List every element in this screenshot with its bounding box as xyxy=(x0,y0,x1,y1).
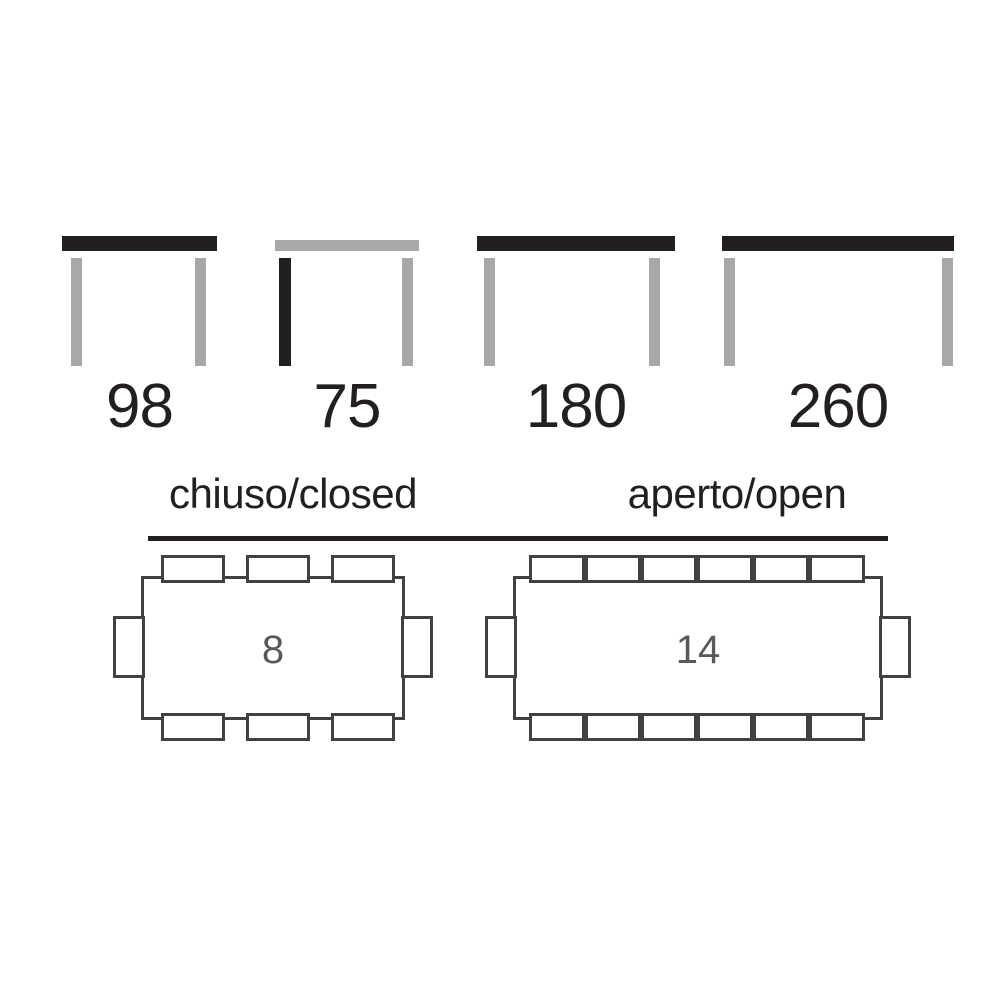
plan-seat-left-1 xyxy=(485,616,517,678)
dimension-label-75: 75 xyxy=(313,372,382,441)
plan-seat-left-1 xyxy=(113,616,145,678)
table-leg-left xyxy=(279,258,291,366)
plan-heading-closed: chiuso/closed xyxy=(169,470,417,517)
plan-seat-bottom-4 xyxy=(697,713,753,741)
plan-seat-top-5 xyxy=(753,555,809,583)
plan-seat-bottom-6 xyxy=(809,713,865,741)
plan-seat-top-4 xyxy=(697,555,753,583)
plan-figure-open: 14 xyxy=(485,555,911,750)
table-top-surface xyxy=(477,236,675,251)
plan-seat-bottom-3 xyxy=(641,713,697,741)
plan-section: chiuso/closed aperto/open 8 xyxy=(0,470,1000,790)
plan-seat-bottom-5 xyxy=(753,713,809,741)
plan-seat-top-2 xyxy=(246,555,310,583)
plan-seat-count-closed: 8 xyxy=(261,628,285,672)
table-top-surface xyxy=(722,236,954,251)
plan-seat-top-3 xyxy=(331,555,395,583)
dimension-label-260: 260 xyxy=(787,372,889,441)
dimension-label-98: 98 xyxy=(106,372,174,441)
table-leg-right xyxy=(195,258,206,366)
plan-seat-top-1 xyxy=(161,555,225,583)
plan-seat-bottom-2 xyxy=(246,713,310,741)
dimension-label-180: 180 xyxy=(525,372,627,441)
plan-seat-right-1 xyxy=(879,616,911,678)
plan-seat-right-1 xyxy=(401,616,433,678)
table-leg-right xyxy=(942,258,953,366)
table-leg-right xyxy=(402,258,413,366)
table-leg-left xyxy=(484,258,495,366)
plan-figure-closed: 8 xyxy=(105,555,435,750)
plan-seat-bottom-1 xyxy=(529,713,585,741)
plan-seat-top-2 xyxy=(585,555,641,583)
plan-seat-bottom-3 xyxy=(331,713,395,741)
plan-seat-top-6 xyxy=(809,555,865,583)
plan-heading-open: aperto/open xyxy=(627,470,847,517)
elevation-row: 98 75 180 260 xyxy=(0,0,1000,450)
plan-seat-count-open: 14 xyxy=(675,628,721,672)
table-leg-right xyxy=(649,258,660,366)
plan-divider-rule xyxy=(148,536,888,541)
plan-seat-bottom-1 xyxy=(161,713,225,741)
plan-seat-top-1 xyxy=(529,555,585,583)
table-leg-left xyxy=(724,258,735,366)
plan-seat-bottom-2 xyxy=(585,713,641,741)
table-top-surface xyxy=(275,240,419,251)
table-leg-left xyxy=(71,258,82,366)
plan-seat-top-3 xyxy=(641,555,697,583)
table-top-surface xyxy=(62,236,217,251)
